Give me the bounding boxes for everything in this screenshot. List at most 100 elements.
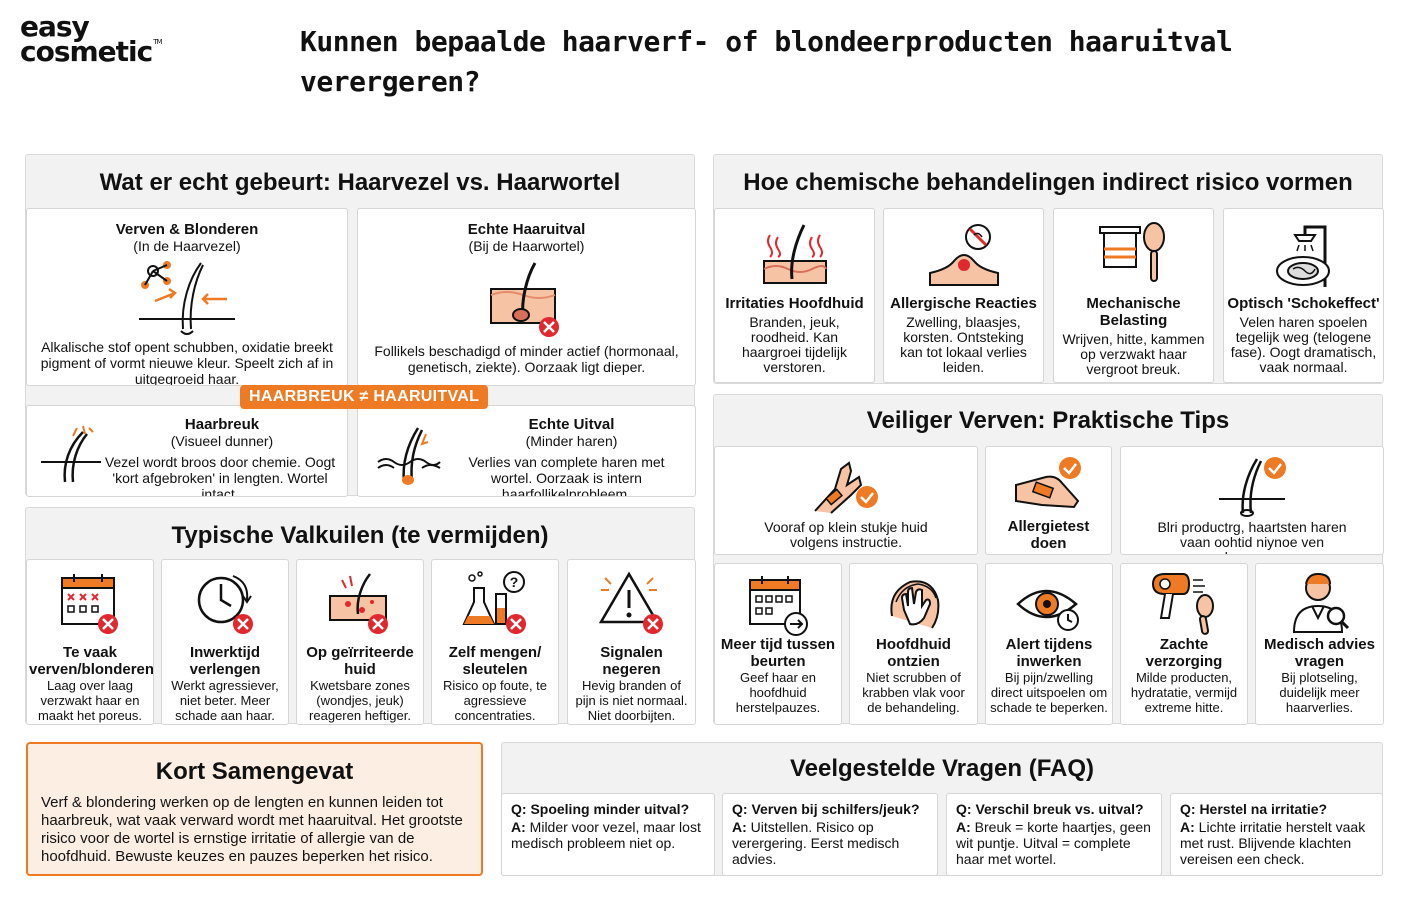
hair-check-icon	[1219, 457, 1286, 517]
section-pitfalls: Typische Valkuilen (te vermijden) Te vaa…	[25, 507, 696, 725]
card-dye-bleach: Verven & Blonderen (In de Haarvezel) Alk…	[26, 208, 348, 386]
card-text: Niet scrubben of krabben vlak voor de be…	[862, 670, 965, 715]
card-text: Geef haar en hoofdhuid herstelpauzes.	[735, 670, 821, 715]
card-title: Allergische Reacties	[890, 295, 1037, 312]
card-text: Milde producten, hydratatie, vermijd ext…	[1130, 670, 1238, 715]
card-text: Bij pijn/zwelling direct uitspoelen om s…	[990, 670, 1108, 715]
breakage-vs-loss-badge: HAARBREUK ≠ HAARUITVAL	[240, 385, 489, 409]
card-title: Medisch advies vragen	[1264, 636, 1375, 670]
card-text: Blri productrg, haartsten haren vaan ooh…	[1157, 519, 1347, 555]
card-medical-advice: Medisch advies vragen Bij plotseling, du…	[1255, 563, 1384, 725]
card-subtitle: (Bij de Haarwortel)	[468, 238, 585, 254]
section-title: Typische Valkuilen (te vermijden)	[171, 522, 549, 549]
faq-answer-prefix: A:	[732, 819, 747, 835]
card-irritated-skin: Op geïrriteerde huid Kwetsbare zones (wo…	[296, 559, 424, 725]
flask-x-icon: ?	[462, 571, 526, 634]
card-text: Wrijven, hitte, kammen op verzwakt haar …	[1062, 331, 1205, 377]
hair-with-root-icon	[377, 427, 441, 485]
card-title: Zelf mengen/ sleutelen	[448, 644, 542, 678]
arm-patch-check-icon	[814, 461, 878, 514]
summary-title: Kort Samengevat	[155, 758, 354, 785]
faq-item: Q: Herstel na irritatie? A: Lichte irrit…	[1170, 793, 1383, 876]
card-hair-breakage: Haarbreuk (Visueel dunner) Vezel wordt b…	[26, 405, 348, 497]
card-text: Verlies van complete haren met wortel. O…	[468, 454, 665, 497]
card-true-hair-loss: Echte Haaruitval (Bij de Haarwortel) Fol…	[357, 208, 696, 386]
card-text: Follikels beschadigd of minder actief (h…	[374, 343, 679, 375]
svg-text:?: ?	[510, 574, 519, 590]
card-title: Mechanische Belasting	[1086, 295, 1181, 329]
card-text: Velen haren spoelen tegelijk weg (teloge…	[1230, 314, 1377, 375]
card-text: Bij plotseling, duidelijk meer haarverli…	[1279, 670, 1360, 715]
card-product-tip: Blri productrg, haartsten haren vaan ooh…	[1120, 446, 1384, 555]
summary-box: Kort Samengevat Verf & blondering werken…	[26, 742, 483, 876]
hair-follicle-damage-icon	[489, 262, 559, 337]
section-safer-dyeing: Veiliger Verven: Praktische Tips Vooraf …	[713, 394, 1384, 725]
card-text: Branden, jeuk, roodheid. Kan haargroei t…	[741, 314, 848, 375]
broken-hair-icon	[41, 425, 101, 483]
card-spare-scalp: Hoofdhuid ontzien Niet scrubben of krabb…	[849, 563, 978, 725]
faq-answer-prefix: A:	[511, 819, 526, 835]
card-subtitle: (Minder haren)	[525, 433, 618, 449]
card-title: Zachte verzorging	[1145, 636, 1223, 670]
card-title: Inwerktijd verlengen	[189, 644, 261, 678]
card-text: Alkalische stof opent schubben, oxidatie…	[40, 339, 334, 386]
head-hand-icon	[889, 580, 939, 629]
card-title: Irritaties Hoofdhuid	[725, 295, 864, 312]
doctor-icon	[1292, 572, 1349, 633]
irritated-skin-x-icon	[329, 573, 388, 634]
faq-item: Q: Verven bij schilfers/jeuk? A: Uitstel…	[722, 793, 938, 876]
section-title: Wat er echt gebeurt: Haarvezel vs. Haarw…	[99, 169, 621, 196]
section-title: Veelgestelde Vragen (FAQ)	[789, 755, 1095, 782]
faq-item: Q: Verschil breuk vs. uitval? A: Breuk =…	[946, 793, 1162, 876]
card-patch-test: Vooraf op klein stukje huid volgens inst…	[714, 446, 978, 555]
card-text: Zwelling, blaasjes, korsten. Ontsteking …	[900, 314, 1027, 375]
card-text: Risico op foute, te agressieve concentra…	[442, 678, 548, 723]
card-optical-shock: Optisch 'Schokeffect' Velen haren spoele…	[1223, 208, 1384, 383]
card-gentle-care: Zachte verzorging Milde producten, hydra…	[1120, 563, 1248, 725]
card-title: Echte Haaruitval	[467, 221, 586, 238]
card-scalp-irritation: Irritaties Hoofdhuid Branden, jeuk, rood…	[714, 208, 875, 383]
clock-x-icon	[197, 575, 253, 634]
card-text: Kwetsbare zones (wondjes, jeuk) reageren…	[309, 678, 411, 723]
hair-fiber-chemistry-icon	[139, 261, 235, 335]
card-subtitle: (Visueel dunner)	[170, 433, 274, 449]
card-alert-while-processing: Alert tijdens inwerken Bij pijn/zwelling…	[985, 563, 1113, 725]
card-too-often: Te vaak verven/blonderen Laag over laag …	[26, 559, 154, 725]
faq-answer: Uitstellen. Risico op verergering. Eerst…	[732, 819, 900, 867]
faq-question: Q: Verven bij schilfers/jeuk?	[732, 801, 920, 817]
faq-answer-prefix: A:	[956, 819, 971, 835]
card-title: Meer tijd tussen beurten	[720, 636, 836, 670]
dryer-brush-icon	[1151, 573, 1214, 635]
card-title: Op geïrriteerde huid	[306, 644, 414, 678]
card-mechanical-stress: Mechanische Belasting Wrijven, hitte, ka…	[1053, 208, 1214, 383]
calendar-x-icon	[61, 574, 118, 634]
card-text: Vezel wordt broos door chemie. Oogt 'kor…	[104, 454, 336, 497]
shower-drain-icon	[1275, 225, 1330, 287]
section-title: Veiliger Verven: Praktische Tips	[866, 407, 1230, 434]
card-ignore-signals: Signalen negeren Hevig branden of pijn i…	[567, 559, 696, 725]
faq-answer: Lichte irritatie herstelt vaak met rust.…	[1180, 819, 1366, 867]
allergy-skin-icon	[928, 224, 999, 286]
card-title: Te vaak verven/blonderen	[29, 644, 154, 678]
card-title: Allergietest doen	[1007, 518, 1090, 552]
faq-answer-prefix: A:	[1180, 819, 1195, 835]
card-allergic-reactions: Allergische Reacties Zwelling, blaasjes,…	[883, 208, 1044, 383]
page-title: Kunnen bepaalde haarverf- of blondeerpro…	[300, 25, 1233, 98]
card-title: Optisch 'Schokeffect'	[1227, 295, 1380, 312]
faq-question: Q: Spoeling minder uitval?	[511, 801, 690, 817]
faq-answer: Milder voor vezel, maar lost medisch pro…	[511, 819, 701, 851]
card-self-mixing: ? Zelf mengen/ sleutelen Risico op foute…	[431, 559, 559, 725]
towel-brush-icon	[1098, 222, 1165, 282]
section-fiber-vs-root: Wat er echt gebeurt: Haarvezel vs. Haarw…	[25, 154, 696, 497]
patch-check-icon	[1014, 457, 1081, 509]
card-title: Alert tijdens inwerken	[1005, 636, 1093, 670]
summary-text: Verf & blondering werken op de lengten e…	[41, 794, 463, 865]
card-true-loss: Echte Uitval (Minder haren) Verlies van …	[357, 405, 696, 497]
calendar-arrow-icon	[749, 576, 808, 636]
card-more-time: Meer tijd tussen beurten Geef haar en ho…	[714, 563, 842, 725]
card-title: Echte Uitval	[528, 416, 615, 433]
card-title: Hoofdhuid ontzien	[876, 636, 951, 670]
card-title: Signalen negeren	[600, 644, 663, 678]
card-text: Vooraf op klein stukje huid volgens inst…	[764, 519, 928, 550]
section-chemical-risks: Hoe chemische behandelingen indirect ris…	[713, 154, 1384, 384]
